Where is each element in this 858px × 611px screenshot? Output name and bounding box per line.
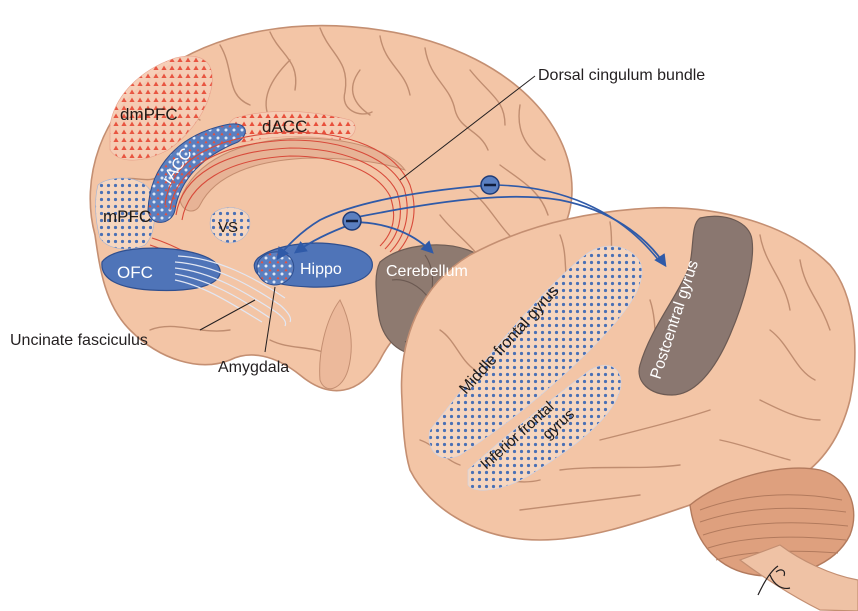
label-dmpfc: dmPFC (120, 105, 178, 124)
label-cerebellum: Cerebellum (386, 263, 468, 280)
label-vs: VS (218, 219, 238, 236)
inhibition-marker-icon (343, 212, 361, 230)
lateral-brain (402, 208, 858, 611)
label-uncinate: Uncinate fasciculus (10, 332, 148, 349)
label-hippo: Hippo (300, 261, 342, 278)
label-dorsal-cingulum: Dorsal cingulum bundle (538, 67, 705, 84)
label-amygdala: Amygdala (218, 359, 289, 376)
label-mpfc: mPFC (103, 207, 151, 226)
label-dacc: dACC (262, 117, 307, 136)
inhibition-marker-icon (481, 176, 499, 194)
amygdala-region (257, 252, 294, 285)
label-ofc: OFC (117, 263, 153, 282)
